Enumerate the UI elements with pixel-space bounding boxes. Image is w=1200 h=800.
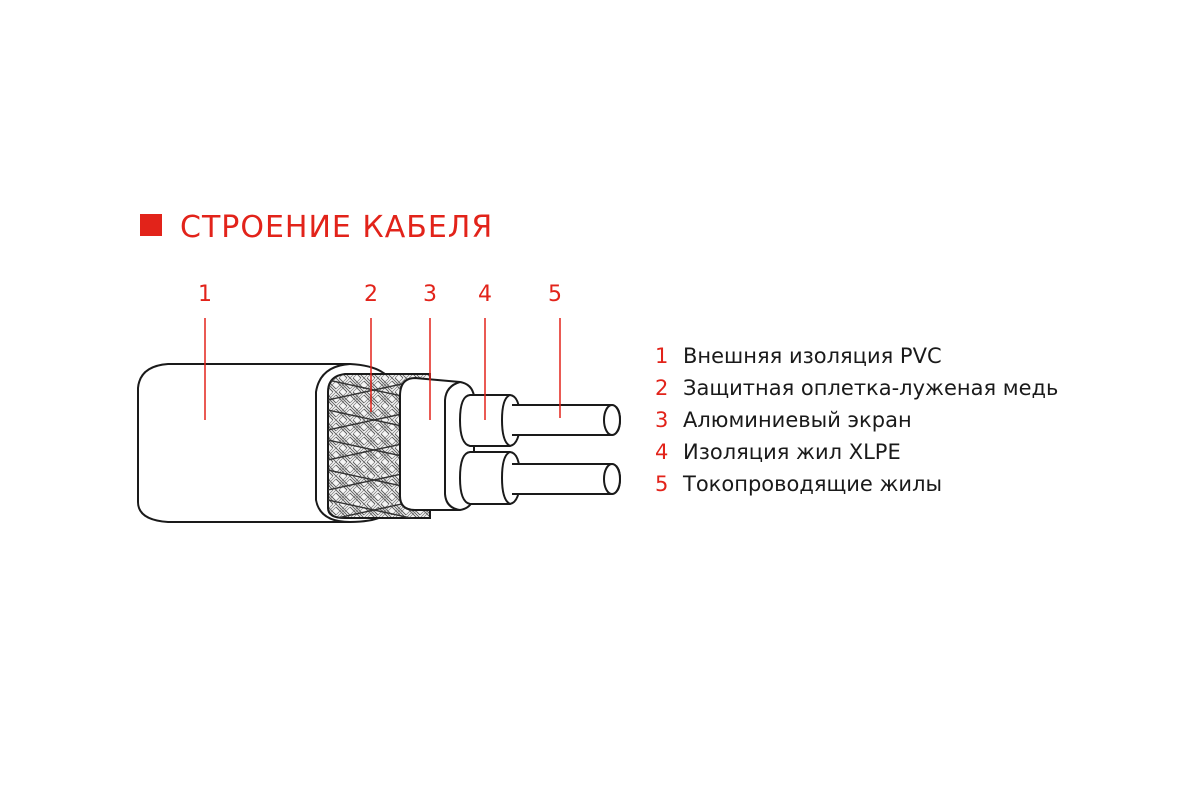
legend-number-2: 2 <box>655 376 669 400</box>
legend-number-1: 1 <box>655 344 669 368</box>
legend-text-5: Токопроводящие жилы <box>683 472 943 496</box>
legend-text-4: Изоляция жил XLPE <box>683 440 901 464</box>
legend-text-1: Внешняя изоляция PVC <box>683 344 942 368</box>
legend-item-5: 5 Токопроводящие жилы <box>655 468 1058 500</box>
aluminium-screen-end-face <box>444 381 461 511</box>
outer-jacket-end-face <box>315 363 351 523</box>
legend: 1 Внешняя изоляция PVC 2 Защитная оплетка-… <box>655 340 1058 500</box>
legend-number-3: 3 <box>655 408 669 432</box>
current-carrying-conductors <box>512 404 622 495</box>
title-marker-square <box>140 214 162 236</box>
callout-number-3: 3 <box>423 282 437 307</box>
callout-number-5: 5 <box>548 282 562 307</box>
legend-number-4: 4 <box>655 440 669 464</box>
legend-item-4: 4 Изоляция жил XLPE <box>655 436 1058 468</box>
legend-item-2: 2 Защитная оплетка-луженая медь <box>655 372 1058 404</box>
legend-number-5: 5 <box>655 472 669 496</box>
legend-text-3: Алюминиевый экран <box>683 408 912 432</box>
legend-item-1: 1 Внешняя изоляция PVC <box>655 340 1058 372</box>
xlpe-core-insulation <box>458 394 522 505</box>
callout-leader-lines <box>204 318 561 420</box>
legend-item-3: 3 Алюминиевый экран <box>655 404 1058 436</box>
callout-number-1: 1 <box>198 282 212 307</box>
callout-number-4: 4 <box>478 282 492 307</box>
diagram-title: СТРОЕНИЕ КАБЕЛЯ <box>180 210 494 245</box>
callout-number-2: 2 <box>364 282 378 307</box>
legend-text-2: Защитная оплетка-луженая медь <box>683 376 1059 400</box>
